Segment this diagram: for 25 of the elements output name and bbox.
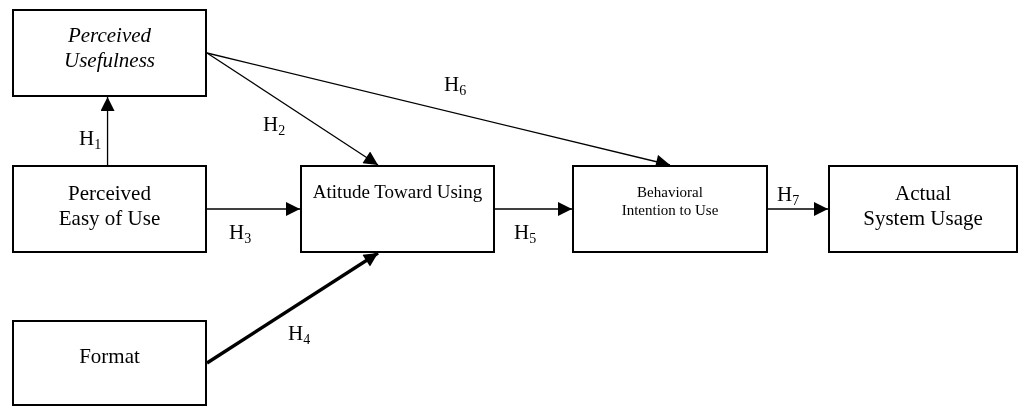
arrow <box>494 202 573 216</box>
edge-label: H$_{1}$ <box>78 128 103 152</box>
node-label: Actual System Usage <box>862 181 984 232</box>
arrow <box>767 202 829 216</box>
node-label: Format <box>79 344 140 370</box>
edge-label: H$_{5}$ <box>513 222 538 246</box>
node-label: Behavioral Intention to Use <box>620 183 720 219</box>
concept-box <box>572 165 768 253</box>
arrow <box>206 202 301 216</box>
concept-box <box>12 320 207 406</box>
edge-label: H$_{2}$ <box>262 114 287 138</box>
concept-box <box>12 9 207 97</box>
concept-box <box>828 165 1018 253</box>
arrow <box>100 96 115 166</box>
concept-box <box>12 165 207 253</box>
edge-label: H$_{4}$ <box>287 323 312 347</box>
node-label: Perceived Usefulness <box>63 23 156 74</box>
node-label: Perceived Easy of Use <box>57 181 162 232</box>
edge-label: H$_{7}$ <box>776 184 801 208</box>
edge-label: H$_{6}$ <box>443 74 468 98</box>
concept-box <box>300 165 495 253</box>
edge-label: H$_{3}$ <box>228 222 253 246</box>
arrow <box>206 52 379 166</box>
node-label: Atitude Toward Using <box>312 181 483 204</box>
arrow <box>206 251 379 365</box>
